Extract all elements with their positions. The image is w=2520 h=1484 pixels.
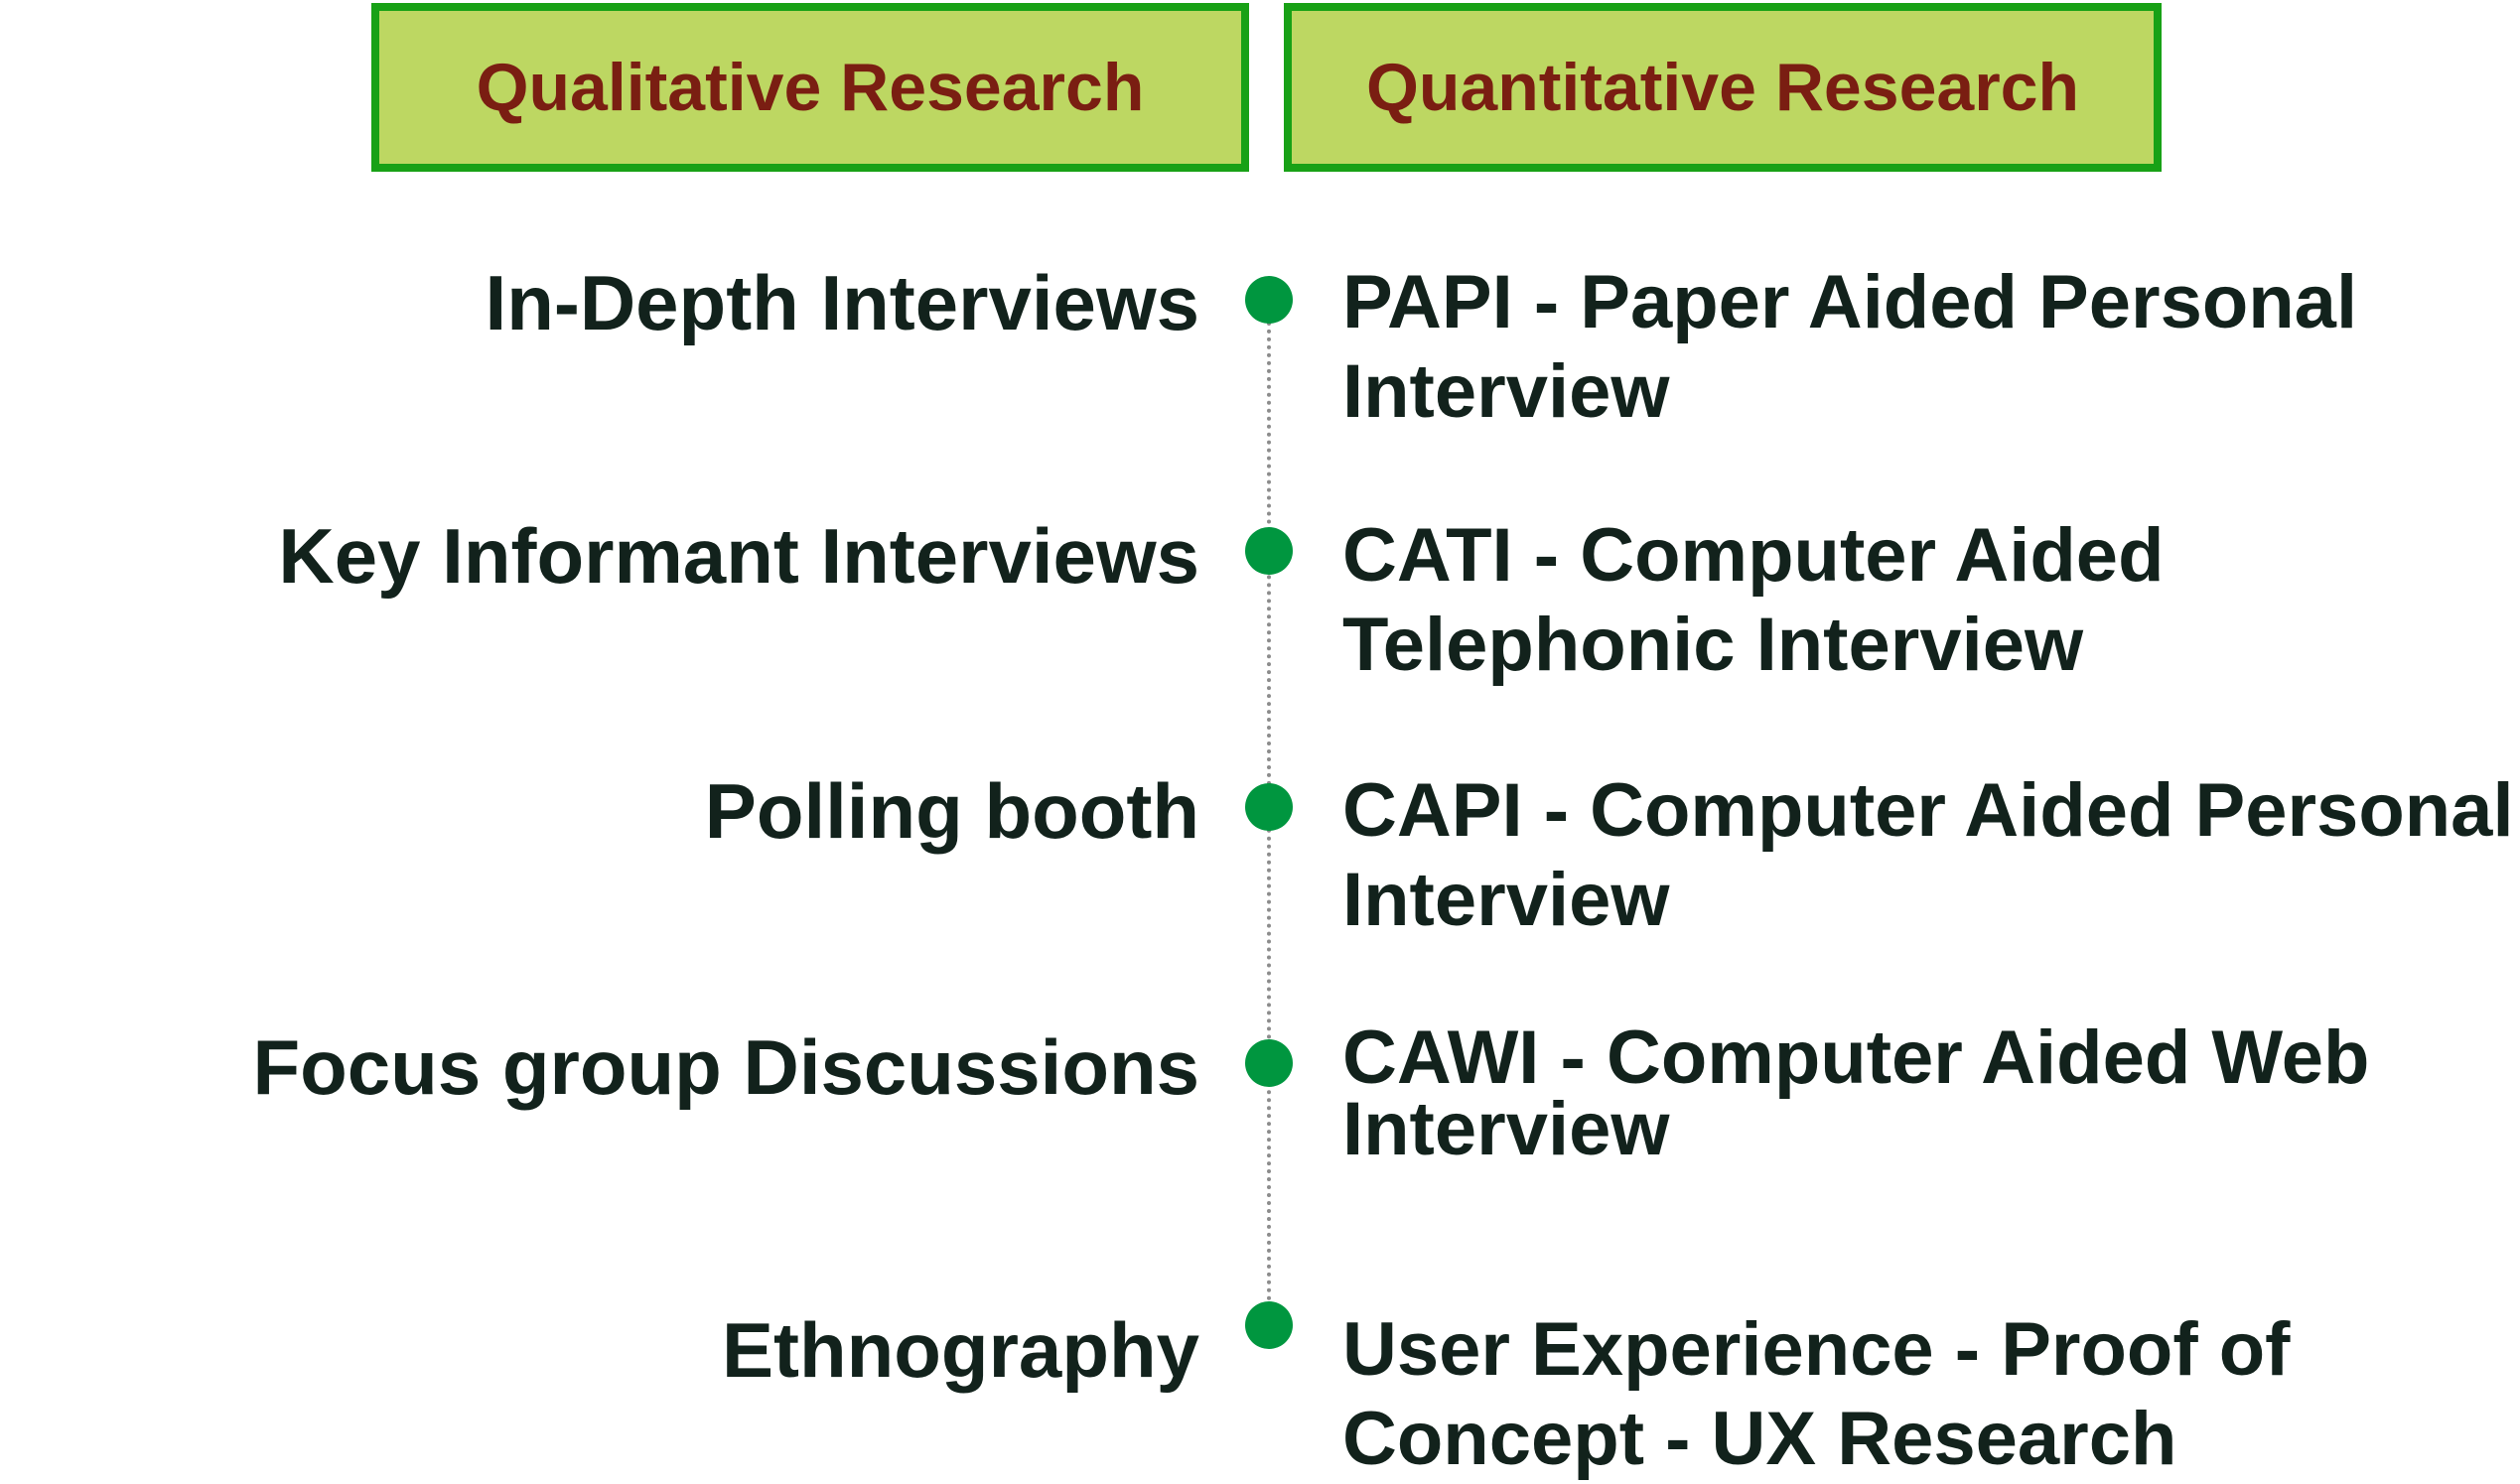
quantitative-item-3: CAPI - Computer Aided Personal Interview xyxy=(1342,766,2514,945)
quantitative-item-3-line-1: CAPI - Computer Aided Personal xyxy=(1342,768,2514,853)
timeline-dot-4 xyxy=(1245,1039,1293,1087)
quantitative-research-header: Quantitative Research xyxy=(1284,3,2162,172)
quantitative-research-header-label: Quantitative Research xyxy=(1365,50,2080,125)
quantitative-item-1-line-1: PAPI - Paper Aided Personal xyxy=(1342,260,2358,344)
qualitative-item-5: Ethnography xyxy=(722,1306,1199,1394)
timeline-dot-5 xyxy=(1245,1301,1293,1349)
qualitative-item-4: Focus group Discussions xyxy=(252,1023,1199,1111)
quantitative-item-5: User Experience - Proof of Concept - UX … xyxy=(1342,1305,2514,1484)
timeline-dot-1 xyxy=(1245,276,1293,324)
qualitative-research-header-label: Qualitative Research xyxy=(476,50,1145,125)
quantitative-item-2: CATI - Computer Aided Telephonic Intervi… xyxy=(1342,511,2514,690)
quantitative-item-5-line-2: Concept - UX Research xyxy=(1342,1397,2177,1481)
quantitative-item-2-line-1: CATI - Computer Aided xyxy=(1342,513,2165,598)
quantitative-item-1-line-2: Interview xyxy=(1342,349,1670,434)
timeline-dot-3 xyxy=(1245,783,1293,831)
quantitative-item-2-line-2: Telephonic Interview xyxy=(1342,603,2084,687)
quantitative-item-3-line-2: Interview xyxy=(1342,858,1670,942)
qualitative-research-header: Qualitative Research xyxy=(371,3,1249,172)
quantitative-item-5-line-1: User Experience - Proof of xyxy=(1342,1307,2291,1392)
quantitative-item-4-line-2: Interview xyxy=(1342,1087,1670,1171)
quantitative-item-4: CAWI - Computer Aided Web Interview xyxy=(1342,1015,2514,1171)
qualitative-item-3: Polling booth xyxy=(704,767,1199,855)
qualitative-item-1: In-Depth Interviews xyxy=(485,259,1199,346)
quantitative-item-1: PAPI - Paper Aided Personal Interview xyxy=(1342,258,2514,437)
quantitative-item-4-line-1: CAWI - Computer Aided Web xyxy=(1342,1015,2370,1100)
timeline-dot-2 xyxy=(1245,527,1293,575)
qualitative-item-2: Key Informant Interviews xyxy=(278,512,1199,600)
